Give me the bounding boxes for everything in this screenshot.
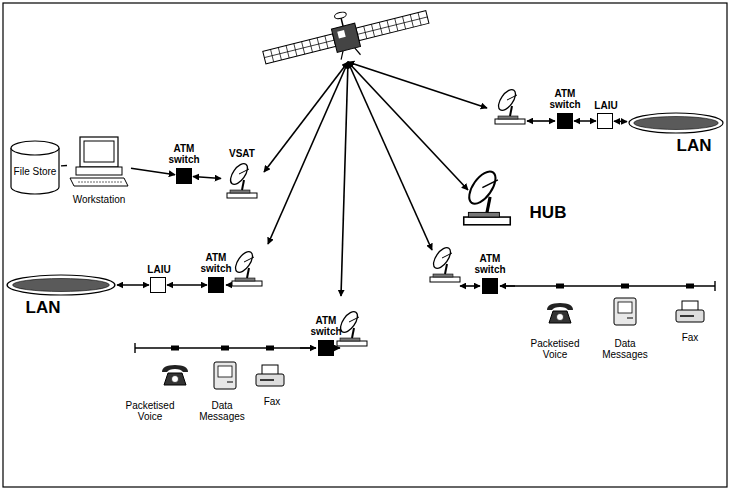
node-label: ATM switch <box>471 253 509 275</box>
link-arrow <box>268 62 348 244</box>
link-arrow <box>348 62 487 108</box>
device-label: Packetised Voice <box>121 400 179 422</box>
link-connector <box>61 165 67 167</box>
telephone-icon <box>547 303 573 323</box>
bus-end <box>714 281 715 291</box>
device-label: Fax <box>257 396 287 407</box>
frame <box>3 3 727 487</box>
link-arrow <box>348 62 432 250</box>
bus-tap <box>556 284 564 289</box>
device-label: Data Messages <box>599 338 651 360</box>
atm-switch-box: ATM switch <box>318 340 334 356</box>
link-arrow <box>500 285 515 286</box>
lan-ring: LAN <box>628 112 724 134</box>
link-connector <box>117 284 149 286</box>
link-connector <box>193 177 221 179</box>
node-label: ATM switch <box>165 143 203 165</box>
hub-label: HUB <box>520 204 576 223</box>
node-label: LAIU <box>586 100 626 111</box>
laiu-box: LAIU <box>597 113 613 129</box>
link-line <box>337 347 340 349</box>
link-arrow <box>341 62 348 296</box>
device-label: Packetised Voice <box>526 338 584 360</box>
node-label: ATM switch <box>197 252 235 274</box>
file-store-cylinder: File Store <box>10 140 60 195</box>
dish-antenna <box>495 87 525 124</box>
workstation-icon: Workstation <box>68 136 130 191</box>
dish-antenna <box>430 245 460 282</box>
bus-end <box>134 343 135 353</box>
link-connector <box>614 121 627 123</box>
atm-switch-box: ATM switch <box>482 278 498 294</box>
node-label: LAN <box>669 137 719 156</box>
fax-icon <box>676 301 704 322</box>
node-label: ATM switch <box>307 315 345 337</box>
computer-icon <box>614 298 636 325</box>
device-label: Fax <box>675 332 705 343</box>
laiu-box: LAIU <box>150 277 166 293</box>
link-arrow <box>264 62 348 172</box>
bus-tap <box>621 284 629 289</box>
atm-switch-box: ATM switch <box>176 168 192 184</box>
node-label: ATM switch <box>546 88 584 110</box>
vsat-dish: VSAT <box>222 162 262 198</box>
bus-tap <box>686 284 694 289</box>
bus-tap <box>266 346 274 351</box>
link-connector <box>167 284 207 286</box>
lan-ring: LAN <box>6 274 116 296</box>
dish-antenna <box>232 249 262 286</box>
link-connector <box>574 120 596 122</box>
node-label: VSAT <box>222 148 262 159</box>
node-label: Workstation <box>59 194 139 205</box>
fax-icon <box>256 365 284 386</box>
link-arrow <box>460 285 480 287</box>
node-label: LAN <box>18 299 68 318</box>
bus-tap <box>221 346 229 351</box>
bus-tap <box>171 346 179 351</box>
link-arrow <box>527 120 555 122</box>
node-label: LAIU <box>139 264 179 275</box>
node-label: File Store <box>10 140 60 195</box>
atm-switch-box: ATM switch <box>208 277 224 293</box>
computer-icon <box>214 362 236 389</box>
telephone-icon <box>162 365 188 385</box>
link-connector <box>131 168 175 174</box>
dish-antenna <box>464 167 511 225</box>
link-arrow <box>300 347 316 348</box>
device-label: Data Messages <box>196 400 248 422</box>
link-line <box>226 284 232 286</box>
bus-line <box>500 285 715 286</box>
atm-switch-box: ATM switch <box>557 113 573 129</box>
